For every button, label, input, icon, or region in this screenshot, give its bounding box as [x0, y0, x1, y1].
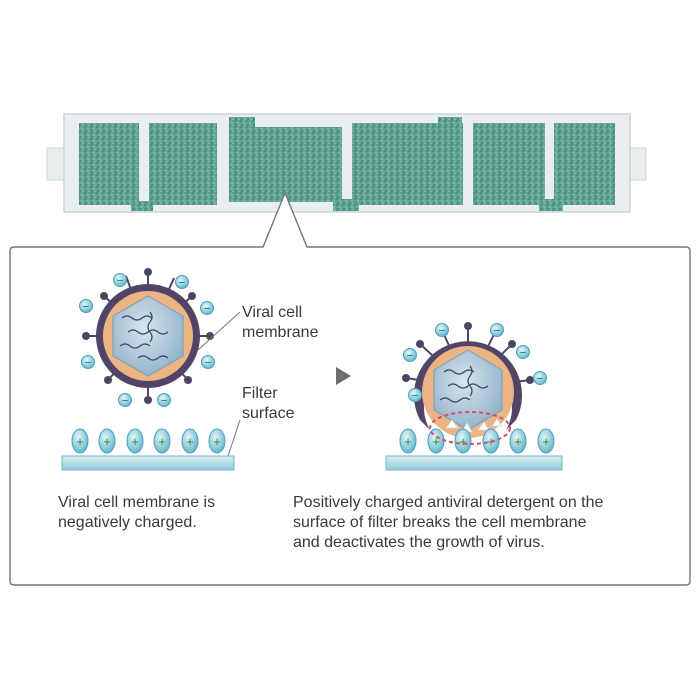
membrane-break-highlight — [429, 411, 511, 445]
svg-text:−: − — [122, 395, 128, 407]
label-viral-cell-membrane: Viral cell membrane — [242, 304, 319, 341]
viral-rna — [439, 365, 489, 403]
svg-text:+: + — [404, 434, 412, 449]
svg-text:−: − — [161, 395, 167, 407]
filter-panel — [149, 123, 217, 205]
positive-charge: + — [98, 428, 116, 454]
svg-text:+: + — [432, 434, 440, 449]
filter-surface-left: + + + + + + — [61, 428, 235, 471]
negative-charge: − — [79, 299, 93, 313]
negative-charge: − — [157, 393, 171, 407]
virus-spike-tips — [402, 322, 534, 384]
positive-charge: + — [399, 428, 417, 454]
negative-charges: − − − − − − − − — [79, 273, 215, 407]
svg-text:+: + — [514, 434, 522, 449]
positive-charge: + — [71, 428, 89, 454]
negative-charge: − — [408, 388, 422, 402]
svg-text:+: + — [213, 434, 221, 449]
caption-antiviral-detergent: Positively charged antiviral detergent o… — [293, 494, 604, 551]
negative-charge: − — [175, 275, 189, 289]
svg-text:−: − — [520, 347, 526, 359]
filter-clip — [438, 117, 462, 128]
negative-charge: − — [516, 345, 530, 359]
positive-charge: + — [126, 428, 144, 454]
negative-charge: − — [201, 355, 215, 369]
negative-charges: − − − − − − — [403, 323, 547, 402]
svg-text:+: + — [131, 434, 139, 449]
filter-clip — [539, 199, 563, 211]
virus-spike-tips — [82, 268, 214, 404]
svg-text:−: − — [407, 350, 413, 362]
svg-text:−: − — [204, 303, 210, 315]
svg-text:+: + — [158, 434, 166, 449]
svg-text:−: − — [205, 357, 211, 369]
negative-charge: − — [403, 348, 417, 362]
label-pointer-filter — [225, 419, 241, 463]
label-filter-surface: Filter surface — [242, 385, 295, 422]
negative-charge: − — [81, 355, 95, 369]
svg-text:+: + — [103, 434, 111, 449]
svg-text:+: + — [487, 434, 495, 449]
filter-panel — [79, 123, 139, 205]
filter-panel — [554, 123, 615, 205]
virus-intact: − − − − − − − − — [79, 268, 215, 407]
svg-text:−: − — [439, 325, 445, 337]
svg-text:−: − — [494, 325, 500, 337]
negative-charge: − — [490, 323, 504, 337]
svg-text:−: − — [537, 373, 543, 385]
svg-text:−: − — [412, 390, 418, 402]
negative-charge: − — [118, 393, 132, 407]
svg-text:−: − — [85, 357, 91, 369]
positive-charge: + — [181, 428, 199, 454]
filter-panel — [473, 123, 545, 205]
callout-panel — [9, 191, 691, 586]
svg-text:+: + — [76, 434, 84, 449]
negative-charge: − — [113, 273, 127, 287]
filter-clip — [131, 201, 153, 211]
negative-charge: − — [533, 371, 547, 385]
positive-charges: + + + + + + — [399, 428, 555, 454]
positive-charge: + — [537, 428, 555, 454]
filter-clip — [333, 199, 359, 211]
svg-text:−: − — [83, 301, 89, 313]
svg-text:+: + — [542, 434, 550, 449]
svg-text:+: + — [459, 434, 467, 449]
negative-charge: − — [435, 323, 449, 337]
positive-charge: + — [427, 428, 445, 454]
positive-charge: + — [153, 428, 171, 454]
svg-text:−: − — [117, 275, 123, 287]
play-arrow-icon — [336, 367, 351, 385]
svg-text:+: + — [186, 434, 194, 449]
positive-charge: + — [208, 428, 226, 454]
svg-text:−: − — [179, 277, 185, 289]
viral-rna — [119, 311, 169, 361]
filter-clip — [229, 117, 255, 128]
filter-surface-right: + + + + + + — [385, 428, 563, 471]
label-pointer-membrane — [197, 311, 241, 351]
filter-panel — [352, 123, 463, 205]
positive-charges: + + + + + + — [71, 428, 226, 454]
negative-charge: − — [200, 301, 214, 315]
positive-charge: + — [454, 428, 472, 454]
filter-panel — [229, 127, 342, 202]
air-filter-illustration — [46, 113, 647, 213]
positive-charge: + — [509, 428, 527, 454]
filter-frame — [63, 113, 631, 213]
caption-negative-charge: Viral cell membrane is negatively charge… — [58, 494, 216, 531]
